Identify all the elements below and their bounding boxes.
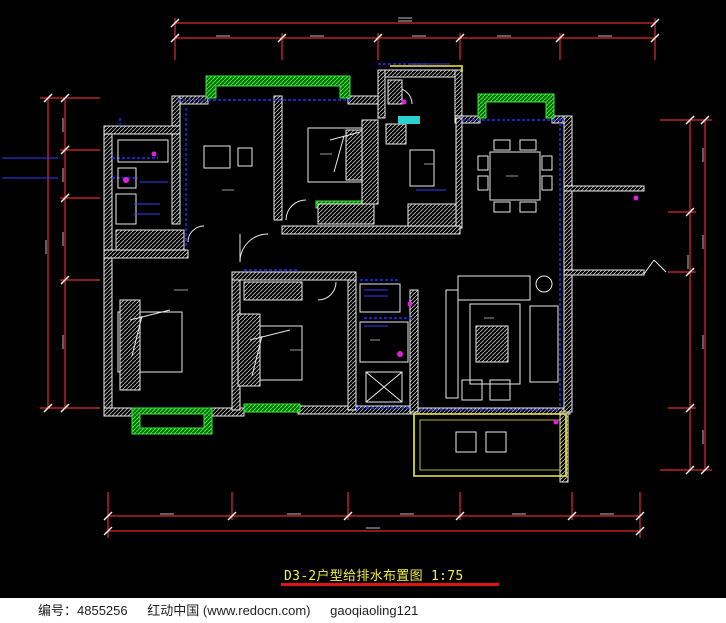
left-dimension-lines xyxy=(40,97,100,409)
footer-id: 编号：4855256 xyxy=(38,603,128,618)
top-dimension-lines xyxy=(174,18,656,60)
top-dimension-ticks xyxy=(170,18,660,43)
footer-author: gaoqiaoling121 xyxy=(330,603,419,618)
cyan-marker xyxy=(398,116,420,124)
right-dimension-lines xyxy=(660,119,712,471)
footer-site: 红动中国 (www.redocn.com) xyxy=(147,603,311,618)
walls xyxy=(103,69,645,483)
bottom-dimension-lines xyxy=(107,492,641,538)
furniture xyxy=(115,79,559,453)
left-dimension-ticks xyxy=(43,93,70,413)
watermark-footer: 编号：4855256 红动中国 (www.redocn.com) gaoqiao… xyxy=(0,598,726,623)
title-underline xyxy=(281,583,499,586)
bottom-dimension-ticks xyxy=(103,511,645,536)
room-tag-marks xyxy=(174,153,518,351)
right-dimension-ticks xyxy=(685,115,710,475)
dimension-text-marks xyxy=(45,17,704,529)
pipe-annotation-marks xyxy=(2,63,450,327)
drawing-title: D3-2户型给排水布置图 1:75 xyxy=(284,569,464,584)
balconies xyxy=(390,65,567,477)
doors xyxy=(187,87,667,301)
floor-plan-drawing xyxy=(2,17,712,538)
plumbing-fixture-markers xyxy=(123,99,639,425)
